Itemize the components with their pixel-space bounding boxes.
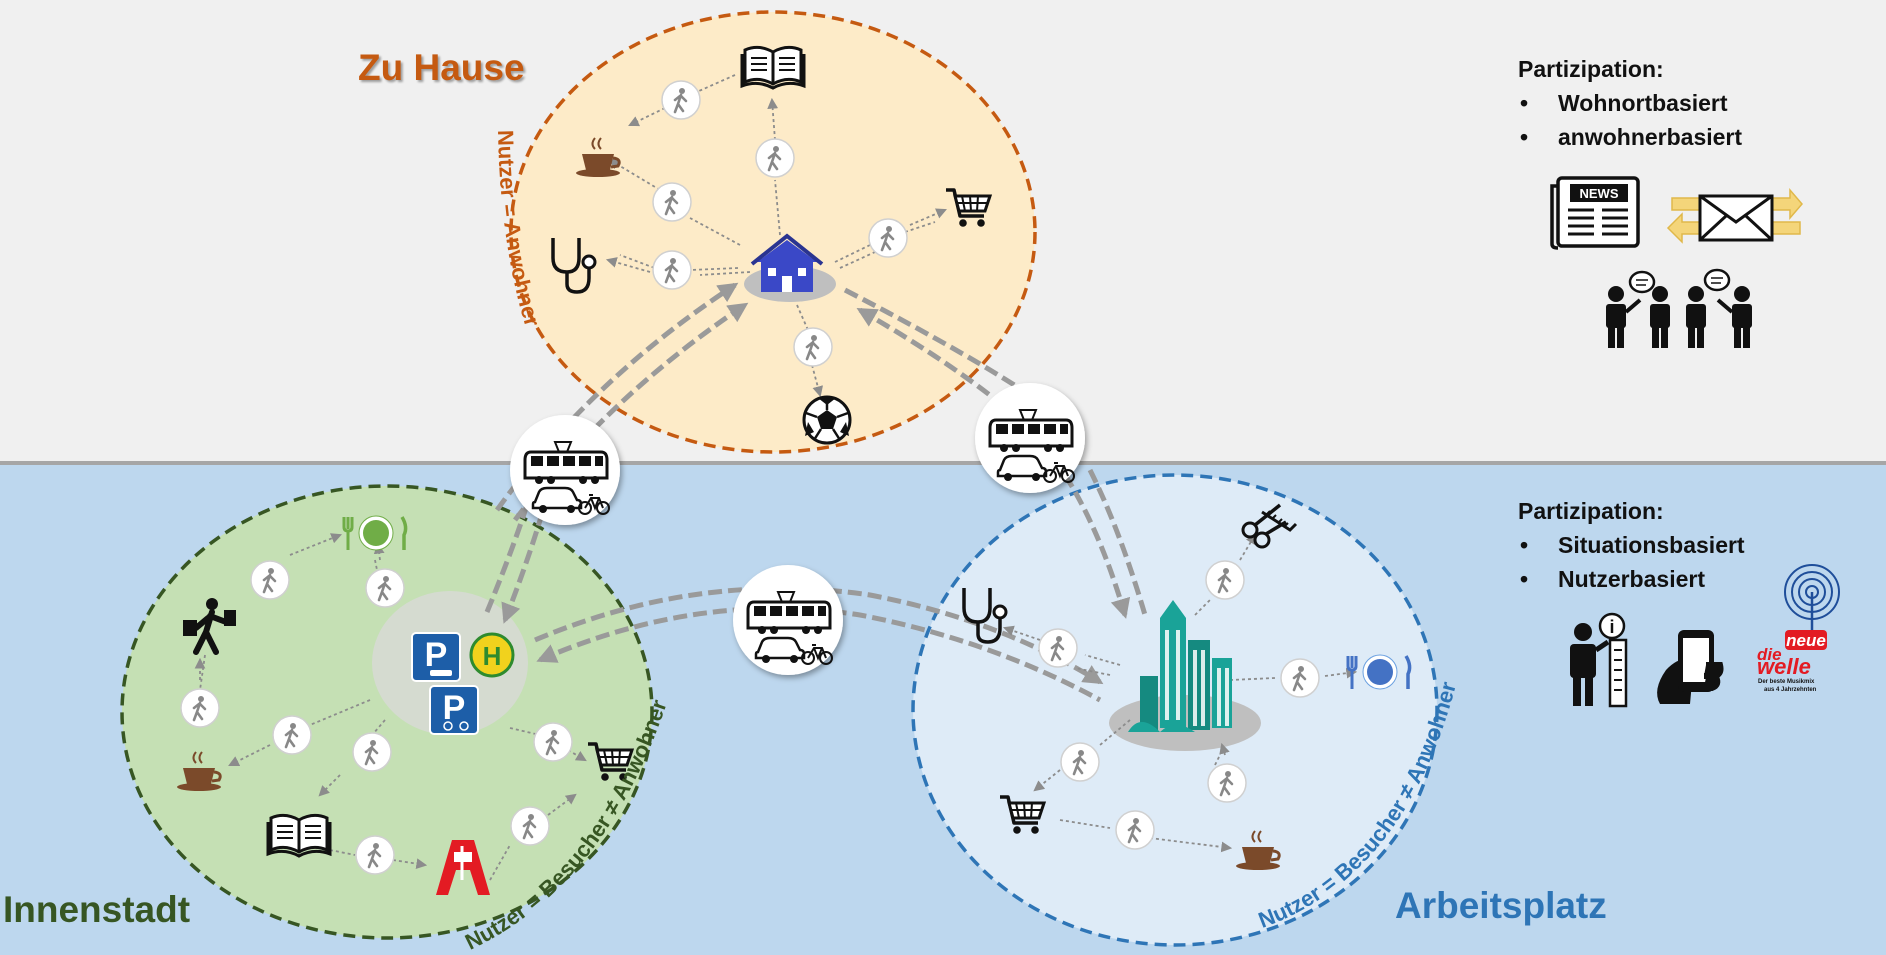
radio-station-logo: die neue welle Der beste Musikmix aus 4 … (1757, 564, 1840, 693)
svg-text:Der beste Musikmix: Der beste Musikmix (1758, 679, 1815, 685)
football-icon (802, 395, 852, 445)
home-region (509, 10, 1037, 454)
info-terminal-icon: i (1570, 612, 1628, 708)
participation-bottom-item: Nutzerbasiert (1518, 562, 1745, 596)
participation-bottom-item: Situationsbasiert (1518, 528, 1745, 562)
scissors-comb-icon (1241, 503, 1298, 549)
mail-exchange-icon (1666, 187, 1803, 244)
work-title: Arbeitsplatz (1395, 885, 1607, 926)
work-walk-links (1002, 533, 1358, 853)
parking-car-sign: P (411, 632, 461, 682)
pharmacy-icon (436, 840, 490, 895)
bus-stop-sign: H (469, 632, 515, 678)
people-conversation-icon (1606, 268, 1752, 348)
house-icon (750, 233, 824, 292)
svg-text:die: die (1757, 645, 1782, 664)
home-title: Zu Hause (358, 47, 525, 88)
transport-modes-badge-city-work (733, 565, 843, 675)
svg-text:H: H (483, 641, 502, 671)
participation-top-item: Wohnortbasiert (1518, 86, 1742, 120)
participation-bottom-list: Situationsbasiert Nutzerbasiert (1518, 528, 1745, 596)
svg-text:P: P (443, 689, 466, 727)
participation-top-list: Wohnortbasiert anwohnerbasiert (1518, 86, 1742, 154)
shopper-icon (183, 598, 236, 655)
office-buildings-icon (1128, 600, 1232, 732)
participation-top-heading: Partizipation: (1518, 56, 1664, 82)
newspaper-icon: NEWS (1550, 176, 1640, 250)
svg-text:i: i (1609, 617, 1614, 637)
smartphone-hand-icon (1657, 630, 1724, 704)
svg-text:NEWS: NEWS (1580, 186, 1619, 201)
transport-modes-badge-home-work (975, 383, 1085, 493)
parking-bike-sign: P (429, 685, 479, 735)
svg-text:welle: welle (1757, 654, 1811, 679)
city-title: Innenstadt (3, 889, 190, 930)
svg-text:aus 4 Jahrzehnten: aus 4 Jahrzehnten (1764, 687, 1817, 693)
participation-bottom-heading: Partizipation: (1518, 498, 1664, 524)
transport-modes-badge-home-city (510, 415, 620, 525)
svg-text:neue: neue (1786, 631, 1826, 650)
svg-text:P: P (425, 636, 448, 674)
participation-top-item: anwohnerbasiert (1518, 120, 1742, 154)
